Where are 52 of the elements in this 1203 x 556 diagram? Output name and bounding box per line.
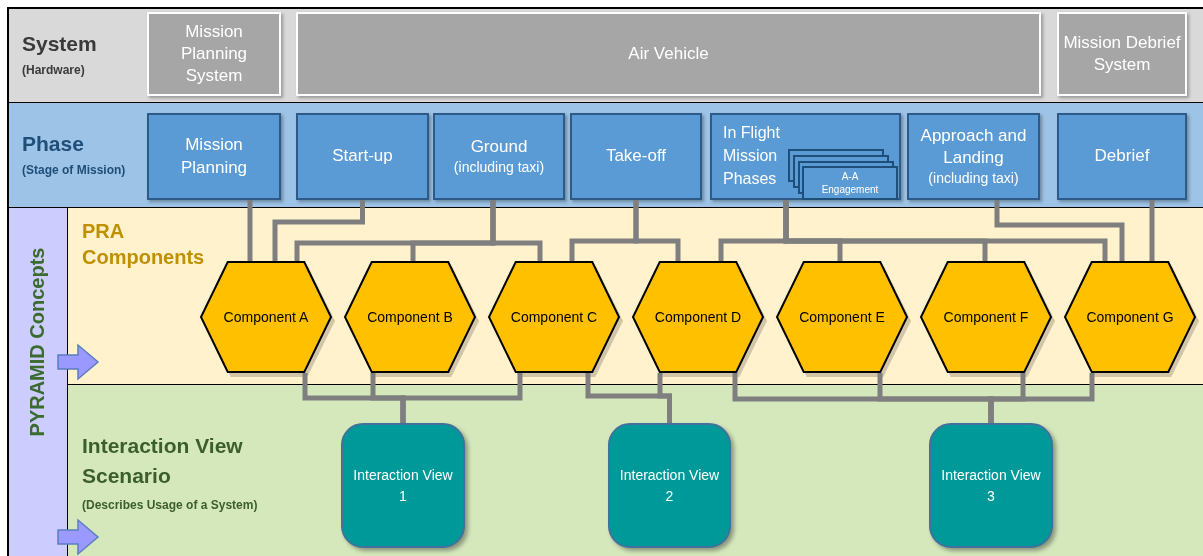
box-label: Take-off (605, 145, 667, 168)
phase-box (1057, 113, 1187, 200)
view-label: Interaction View 1 (352, 466, 454, 506)
connector-line (247, 200, 253, 261)
band-heading: PRA Components (82, 219, 206, 270)
concepts-column (8, 208, 68, 556)
phase-box (710, 113, 901, 200)
connector-line (272, 200, 365, 261)
band-subheading: (Stage of Mission) (22, 162, 126, 180)
engagement-card-stack (788, 149, 898, 200)
band-subheading: (Describes Usage of a System) (82, 496, 259, 514)
box-label: In Flight Mission Phases (723, 123, 781, 190)
view-label: Interaction View 3 (940, 466, 1042, 506)
card-label: A-A Engagement (820, 170, 880, 196)
connector-line (988, 373, 1095, 423)
system-band (8, 8, 1203, 103)
box-label: Mission Planning System (179, 20, 249, 88)
band-heading: Interaction View Scenario (82, 433, 244, 490)
interaction-view-box (608, 423, 731, 548)
phase-box (147, 113, 281, 200)
system-box (147, 12, 281, 96)
phase-box (570, 113, 702, 200)
phase-box (433, 113, 565, 200)
interaction-view-box (341, 423, 465, 548)
phase-box (296, 113, 429, 200)
band-heading: System (22, 30, 97, 57)
scenario-band (68, 385, 1203, 556)
connector-line (1149, 200, 1155, 261)
components-band (68, 208, 1203, 385)
view-label: Interaction View 2 (618, 466, 721, 506)
box-label: Ground (470, 136, 528, 158)
box-label: Mission Debrief System (1063, 31, 1181, 76)
phase-box (907, 113, 1040, 200)
connector-line (490, 200, 543, 261)
interaction-view-box (929, 423, 1053, 548)
band-subheading: (Hardware) (22, 62, 86, 80)
box-label: Mission Planning (179, 134, 249, 179)
system-box (296, 12, 1041, 96)
box-note: (including taxi) (928, 169, 1019, 189)
system-box (1057, 12, 1187, 96)
column-heading: PYRAMID Concepts (25, 247, 50, 437)
band-heading: Phase (22, 130, 85, 157)
phase-band (8, 103, 1203, 208)
connector-line (783, 200, 1108, 261)
box-label: Approach and Landing (919, 124, 1028, 170)
box-label: Debrief (1094, 145, 1150, 168)
connector-line (400, 373, 523, 423)
box-note: (including taxi) (453, 158, 545, 177)
connector-line (633, 200, 681, 261)
box-label: Air Vehicle (628, 42, 709, 65)
connector-line (994, 200, 1125, 261)
box-label: Start-up (332, 145, 393, 168)
